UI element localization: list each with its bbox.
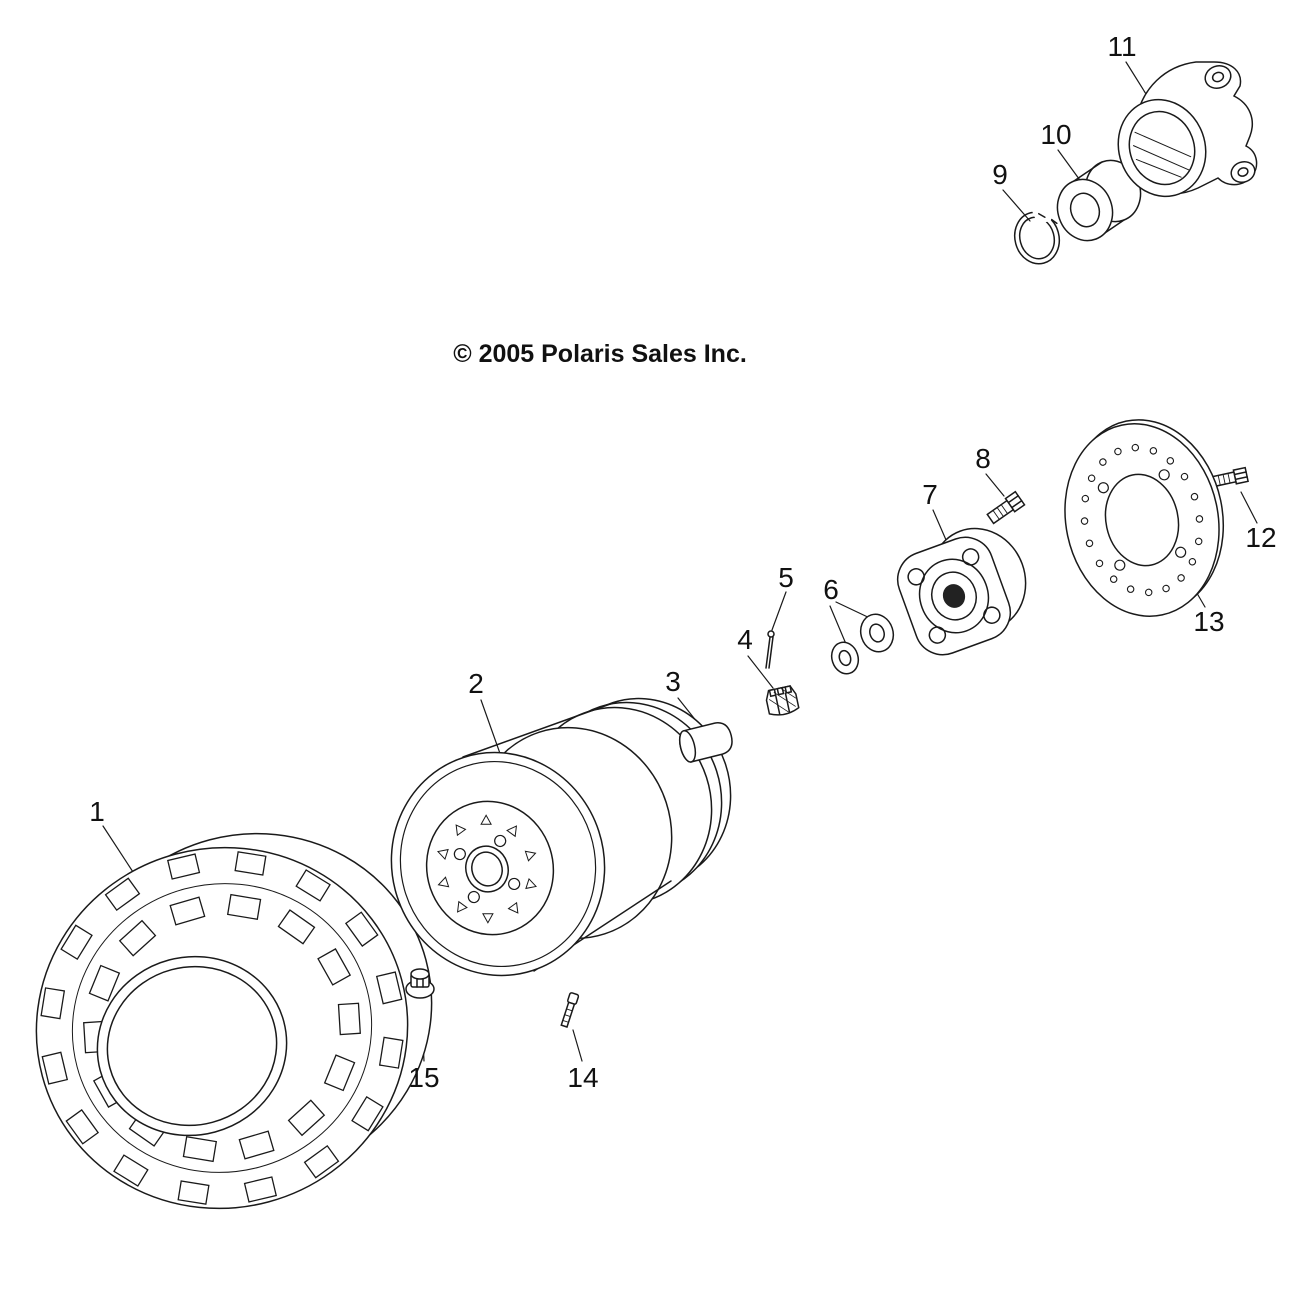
callout-9: 9 xyxy=(992,159,1008,190)
part-lug-nut xyxy=(405,968,435,999)
callout-4: 4 xyxy=(737,624,753,655)
tire-tread-blocks xyxy=(40,851,404,1205)
part-tire xyxy=(35,832,433,1210)
callout-7: 7 xyxy=(922,479,938,510)
leader-14 xyxy=(572,1029,583,1062)
part-brake-disc xyxy=(1064,419,1225,617)
rim-lug-holes xyxy=(453,834,521,904)
part-valve-stem xyxy=(560,992,580,1028)
part-snap-ring xyxy=(1013,201,1061,265)
part-castle-nut xyxy=(765,685,800,716)
callout-1: 1 xyxy=(89,796,105,827)
disc-hole-ring xyxy=(1080,443,1204,597)
part-dust-cap xyxy=(678,722,733,763)
part-wheel-hub xyxy=(896,527,1027,656)
callout-8: 8 xyxy=(975,443,991,474)
callout-11: 11 xyxy=(1107,31,1137,62)
part-bearing-carrier xyxy=(1117,61,1258,198)
part-wheel-rim xyxy=(390,697,732,977)
rim-vent-pattern xyxy=(436,814,538,924)
leader-1 xyxy=(102,825,134,873)
part-bolt-12 xyxy=(1211,466,1249,488)
leader-4 xyxy=(747,655,774,689)
leader-8 xyxy=(985,473,1005,497)
leader-12 xyxy=(1240,491,1258,524)
callout-13: 13 xyxy=(1193,606,1225,637)
callout-10: 10 xyxy=(1040,119,1072,150)
leader-6a xyxy=(829,605,847,645)
callout-2: 2 xyxy=(468,668,484,699)
part-washers xyxy=(830,613,895,675)
callout-15: 15 xyxy=(408,1062,440,1093)
part-bearing xyxy=(1056,159,1142,242)
callout-3: 3 xyxy=(665,666,681,697)
callout-14: 14 xyxy=(567,1062,599,1093)
leader-5 xyxy=(771,591,787,631)
part-cotter-pin xyxy=(765,630,775,669)
callout-6: 6 xyxy=(823,574,839,605)
part-bolt-8 xyxy=(986,490,1026,525)
callout-5: 5 xyxy=(778,562,794,593)
leader-9 xyxy=(1002,189,1031,222)
callout-12: 12 xyxy=(1245,522,1277,553)
disc-bolt-holes xyxy=(1097,469,1187,571)
copyright-text: © 2005 Polaris Sales Inc. xyxy=(453,340,747,368)
